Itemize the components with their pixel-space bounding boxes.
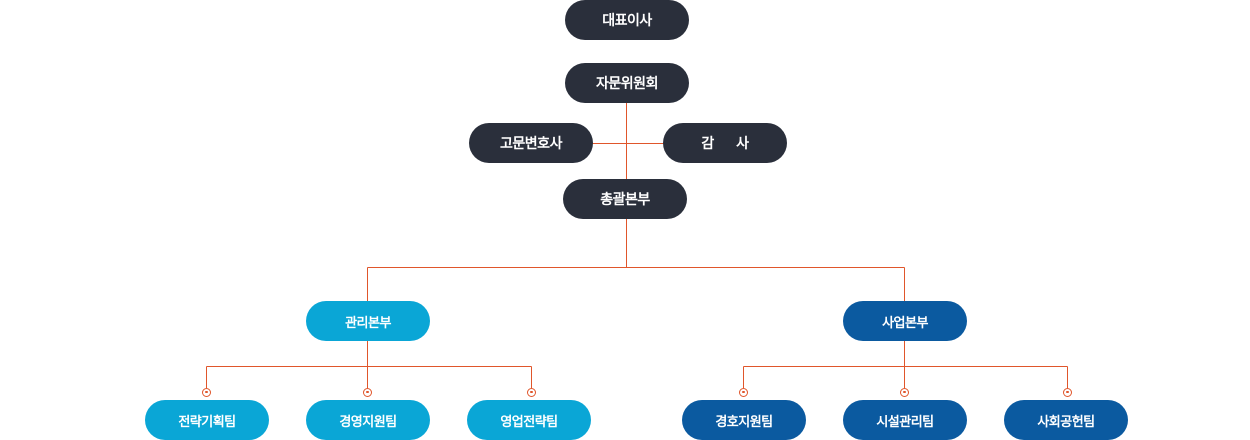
node-management-division[interactable]: 관리본부 [306,301,430,341]
node-team-sales-strategy[interactable]: 영업전략팀 [467,400,591,440]
connector-dot [1063,387,1072,397]
node-general-headquarters[interactable]: 총괄본부 [563,179,687,219]
connector-dot [739,387,748,397]
connector-dot [900,387,909,397]
node-team-facility-management[interactable]: 시설관리팀 [843,400,967,440]
node-team-management-support[interactable]: 경영지원팀 [306,400,430,440]
node-auditor-label: 감 사 [701,136,749,152]
node-team-social-contribution[interactable]: 사회공헌팀 [1004,400,1128,440]
node-ceo[interactable]: 대표이사 [565,0,689,40]
node-legal-advisor[interactable]: 고문변호사 [469,123,593,163]
node-business-division[interactable]: 사업본부 [843,301,967,341]
connector-dot [527,387,536,397]
node-advisory-committee[interactable]: 자문위원회 [565,63,689,103]
node-team-strategy-planning[interactable]: 전략기획팀 [145,400,269,440]
node-auditor[interactable]: 감 사 [663,123,787,163]
connector-dot [202,387,211,397]
connector-dot [363,387,372,397]
node-team-security-support[interactable]: 경호지원팀 [682,400,806,440]
